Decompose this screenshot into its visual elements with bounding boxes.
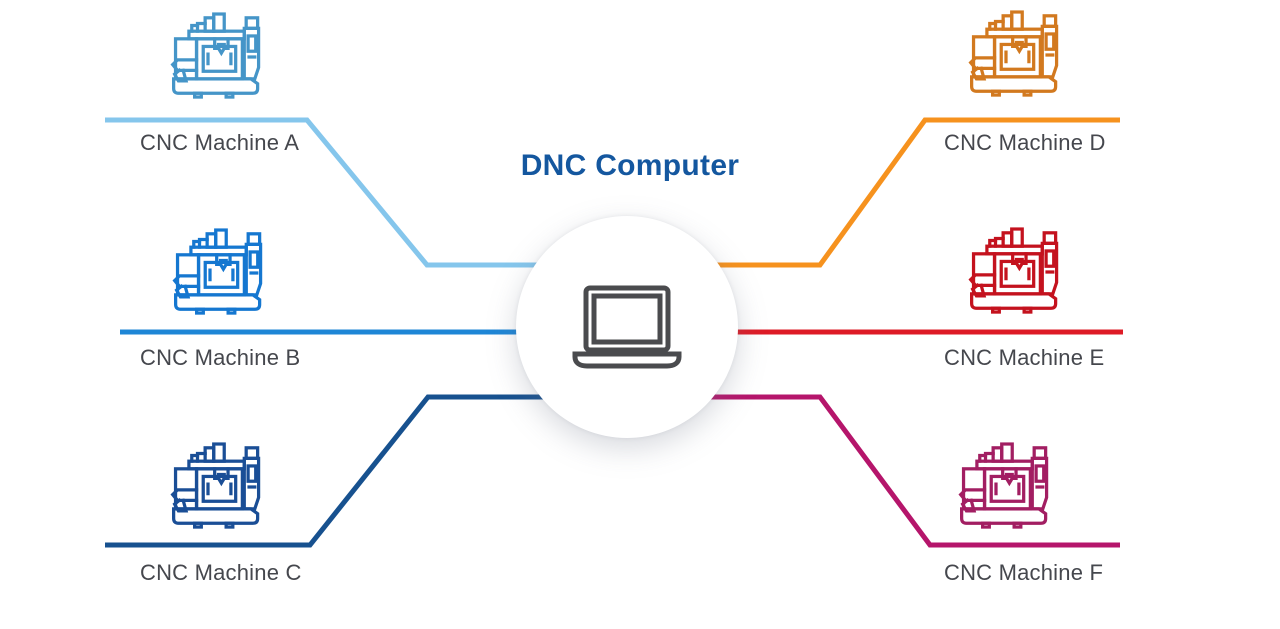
laptop-icon bbox=[572, 285, 682, 369]
connection-line-f bbox=[695, 394, 1120, 548]
cnc-machine-icon bbox=[964, 227, 1069, 315]
connection-line-a bbox=[105, 117, 560, 268]
dnc-computer-node bbox=[516, 216, 738, 438]
cnc-machine-icon bbox=[168, 228, 273, 316]
machine-label-c: CNC Machine C bbox=[140, 560, 302, 585]
connection-line-c bbox=[105, 394, 560, 548]
connection-line-d bbox=[695, 117, 1120, 268]
machine-label-b: CNC Machine B bbox=[140, 345, 301, 370]
cnc-machine-icon bbox=[954, 442, 1059, 530]
cnc-machine-icon bbox=[964, 10, 1069, 98]
machine-label-a: CNC Machine A bbox=[140, 130, 300, 155]
machine-label-e: CNC Machine E bbox=[944, 345, 1105, 370]
diagram-title: DNC Computer bbox=[520, 149, 740, 182]
machine-label-f: CNC Machine F bbox=[944, 560, 1104, 585]
cnc-machine-icon bbox=[166, 442, 271, 530]
cnc-machine-icon bbox=[166, 12, 271, 100]
machine-label-d: CNC Machine D bbox=[944, 130, 1106, 155]
